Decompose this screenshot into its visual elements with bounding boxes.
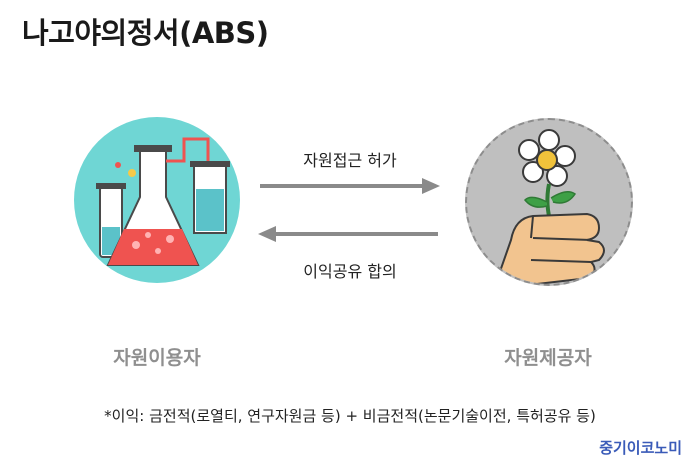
diagram-title: 나고야의정서(ABS) <box>22 16 269 50</box>
resource-user-label: 자원이용자 <box>113 347 201 369</box>
hand-flower-icon <box>495 129 605 284</box>
left-arrow <box>258 226 438 242</box>
resource-provider-circle <box>465 118 633 286</box>
benefit-sharing-label: 이익공유 합의 <box>303 262 397 281</box>
benefit-footnote: *이익: 금전적(로열티, 연구자원금 등) + 비금전적(논문기술이전, 특허… <box>104 407 596 425</box>
brand-logo-text: 중기이코노미 <box>599 439 682 457</box>
lab-glassware-icon <box>96 137 230 266</box>
access-permission-label: 자원접근 허가 <box>303 151 397 170</box>
resource-user-circle <box>74 117 240 283</box>
resource-provider-label: 자원제공자 <box>504 347 592 369</box>
right-arrow <box>260 178 440 194</box>
